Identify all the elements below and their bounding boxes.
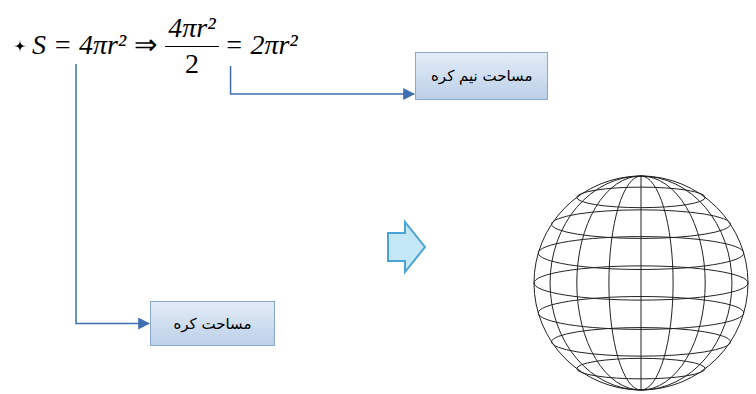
leader-arrow xyxy=(76,64,149,324)
fraction-bar xyxy=(165,46,218,47)
leader-arrow xyxy=(231,66,414,94)
label-box: مساحت کره xyxy=(150,301,275,346)
block-arrow xyxy=(388,222,425,272)
box-label: مساحت کره xyxy=(161,315,263,333)
fraction-numerator: 4πr² xyxy=(168,12,215,44)
label-box: مساحت نیم کره xyxy=(415,52,548,100)
formula-term: S = 4πr² xyxy=(32,29,126,61)
bullet-star xyxy=(14,40,26,52)
fraction-denominator: 2 xyxy=(185,48,199,80)
box-label: مساحت نیم کره xyxy=(419,67,544,85)
formula-result: = 2πr² xyxy=(225,29,298,61)
implies-sign: ⇒ xyxy=(134,29,157,61)
sphere-wireframe xyxy=(534,176,748,390)
